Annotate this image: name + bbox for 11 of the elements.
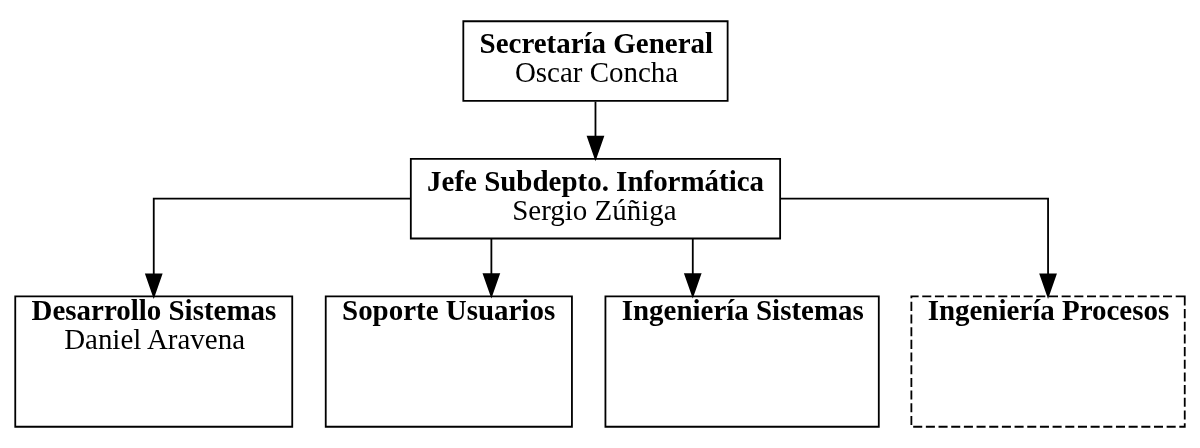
node-box: Secretaría General Oscar Concha <box>462 20 729 102</box>
node-box: Ingeniería Sistemas <box>604 295 880 428</box>
node-box: Soporte Usuarios <box>324 295 573 428</box>
arrow <box>683 238 702 299</box>
arrow <box>779 197 1057 299</box>
arrow <box>482 238 501 299</box>
node-box: Ingeniería Procesos <box>910 295 1186 428</box>
node-box: Jefe Subdepto. Informática Sergio Zúñiga <box>409 157 782 240</box>
arrow <box>586 100 605 162</box>
node-box: Desarrollo Sistemas Daniel Aravena <box>14 295 294 428</box>
arrow <box>144 197 412 299</box>
